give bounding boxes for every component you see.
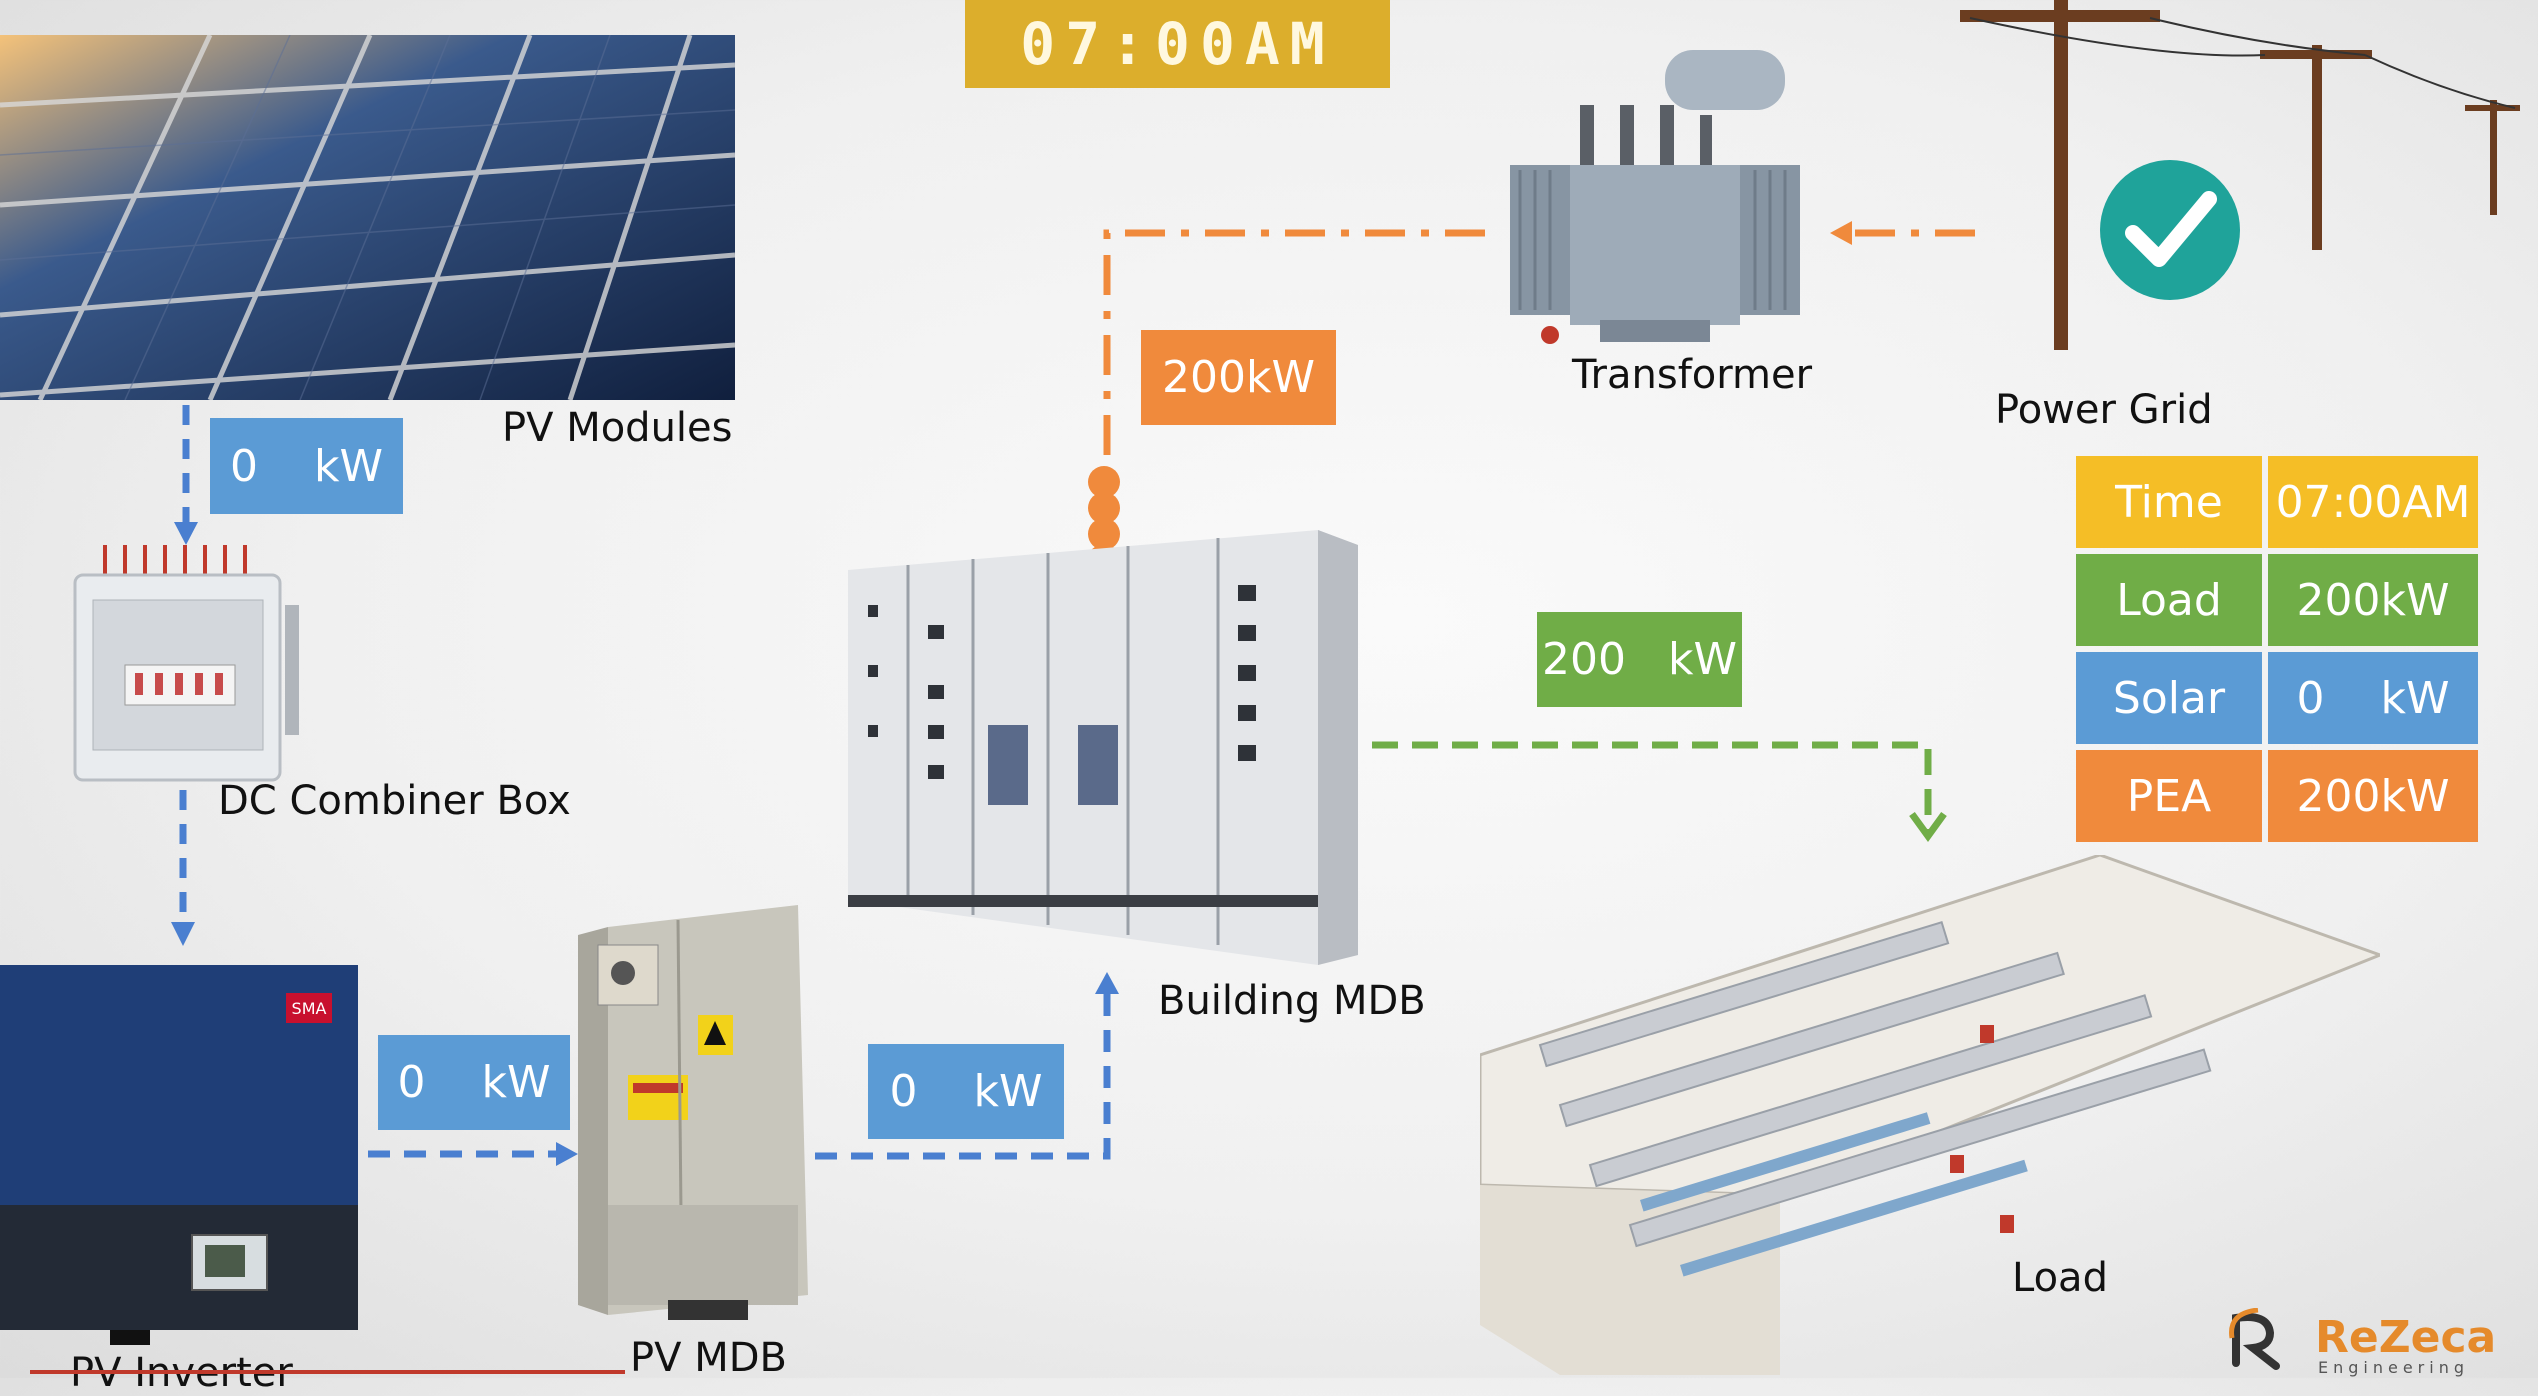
progress-underline	[30, 1370, 625, 1374]
logo-subtext: Engineering	[2318, 1358, 2469, 1377]
summary-key: Time	[2076, 456, 2262, 548]
pv-output-box: 0 kW	[210, 418, 403, 514]
summary-value: 200kW	[2268, 554, 2478, 646]
summary-key: Solar	[2076, 652, 2262, 744]
building-mdb-icon	[848, 530, 1358, 965]
power-grid-label: Power Grid	[1995, 387, 2213, 433]
summary-key: PEA	[2076, 750, 2262, 842]
load-label: Load	[2012, 1255, 2108, 1301]
inverter-icon: SMA	[0, 965, 358, 1345]
pv-mdb-label: PV MDB	[630, 1335, 787, 1381]
summary-table: Time 07:00AM Load 200kW Solar 0 kW PEA 2…	[2070, 450, 2484, 848]
transformer-label: Transformer	[1572, 352, 1813, 398]
summary-value: 0 kW	[2268, 652, 2478, 744]
clock-banner: 07:00AM	[965, 0, 1390, 88]
power-pole-icon	[1960, 0, 2520, 350]
summary-key: Load	[2076, 554, 2262, 646]
summary-row-solar: Solar 0 kW	[2076, 652, 2478, 744]
inverter-output-box: 0 kW	[378, 1035, 570, 1130]
summary-row-load: Load 200kW	[2076, 554, 2478, 646]
pvmdb-output-box: 0 kW	[868, 1044, 1064, 1139]
summary-value: 200kW	[2268, 750, 2478, 842]
summary-row-time: Time 07:00AM	[2076, 456, 2478, 548]
rezeca-logo-icon	[2229, 1308, 2280, 1370]
check-icon	[2100, 160, 2240, 300]
solar-panel-icon	[0, 35, 735, 400]
factory-load-icon	[1480, 855, 2380, 1375]
combiner-box-icon	[73, 545, 299, 782]
logo-text: ReZeca	[2315, 1312, 2497, 1363]
summary-value: 07:00AM	[2268, 456, 2478, 548]
pv-modules-label: PV Modules	[502, 405, 733, 451]
load-flow-box: 200 kW	[1537, 612, 1742, 707]
summary-row-pea: PEA 200kW	[2076, 750, 2478, 842]
grid-import-box: 200kW	[1141, 330, 1336, 425]
building-mdb-label: Building MDB	[1158, 978, 1426, 1024]
pv-mdb-icon	[578, 905, 808, 1320]
svg-text:SMA: SMA	[292, 999, 327, 1018]
transformer-icon	[1510, 50, 1800, 344]
dc-combiner-label: DC Combiner Box	[218, 778, 571, 824]
